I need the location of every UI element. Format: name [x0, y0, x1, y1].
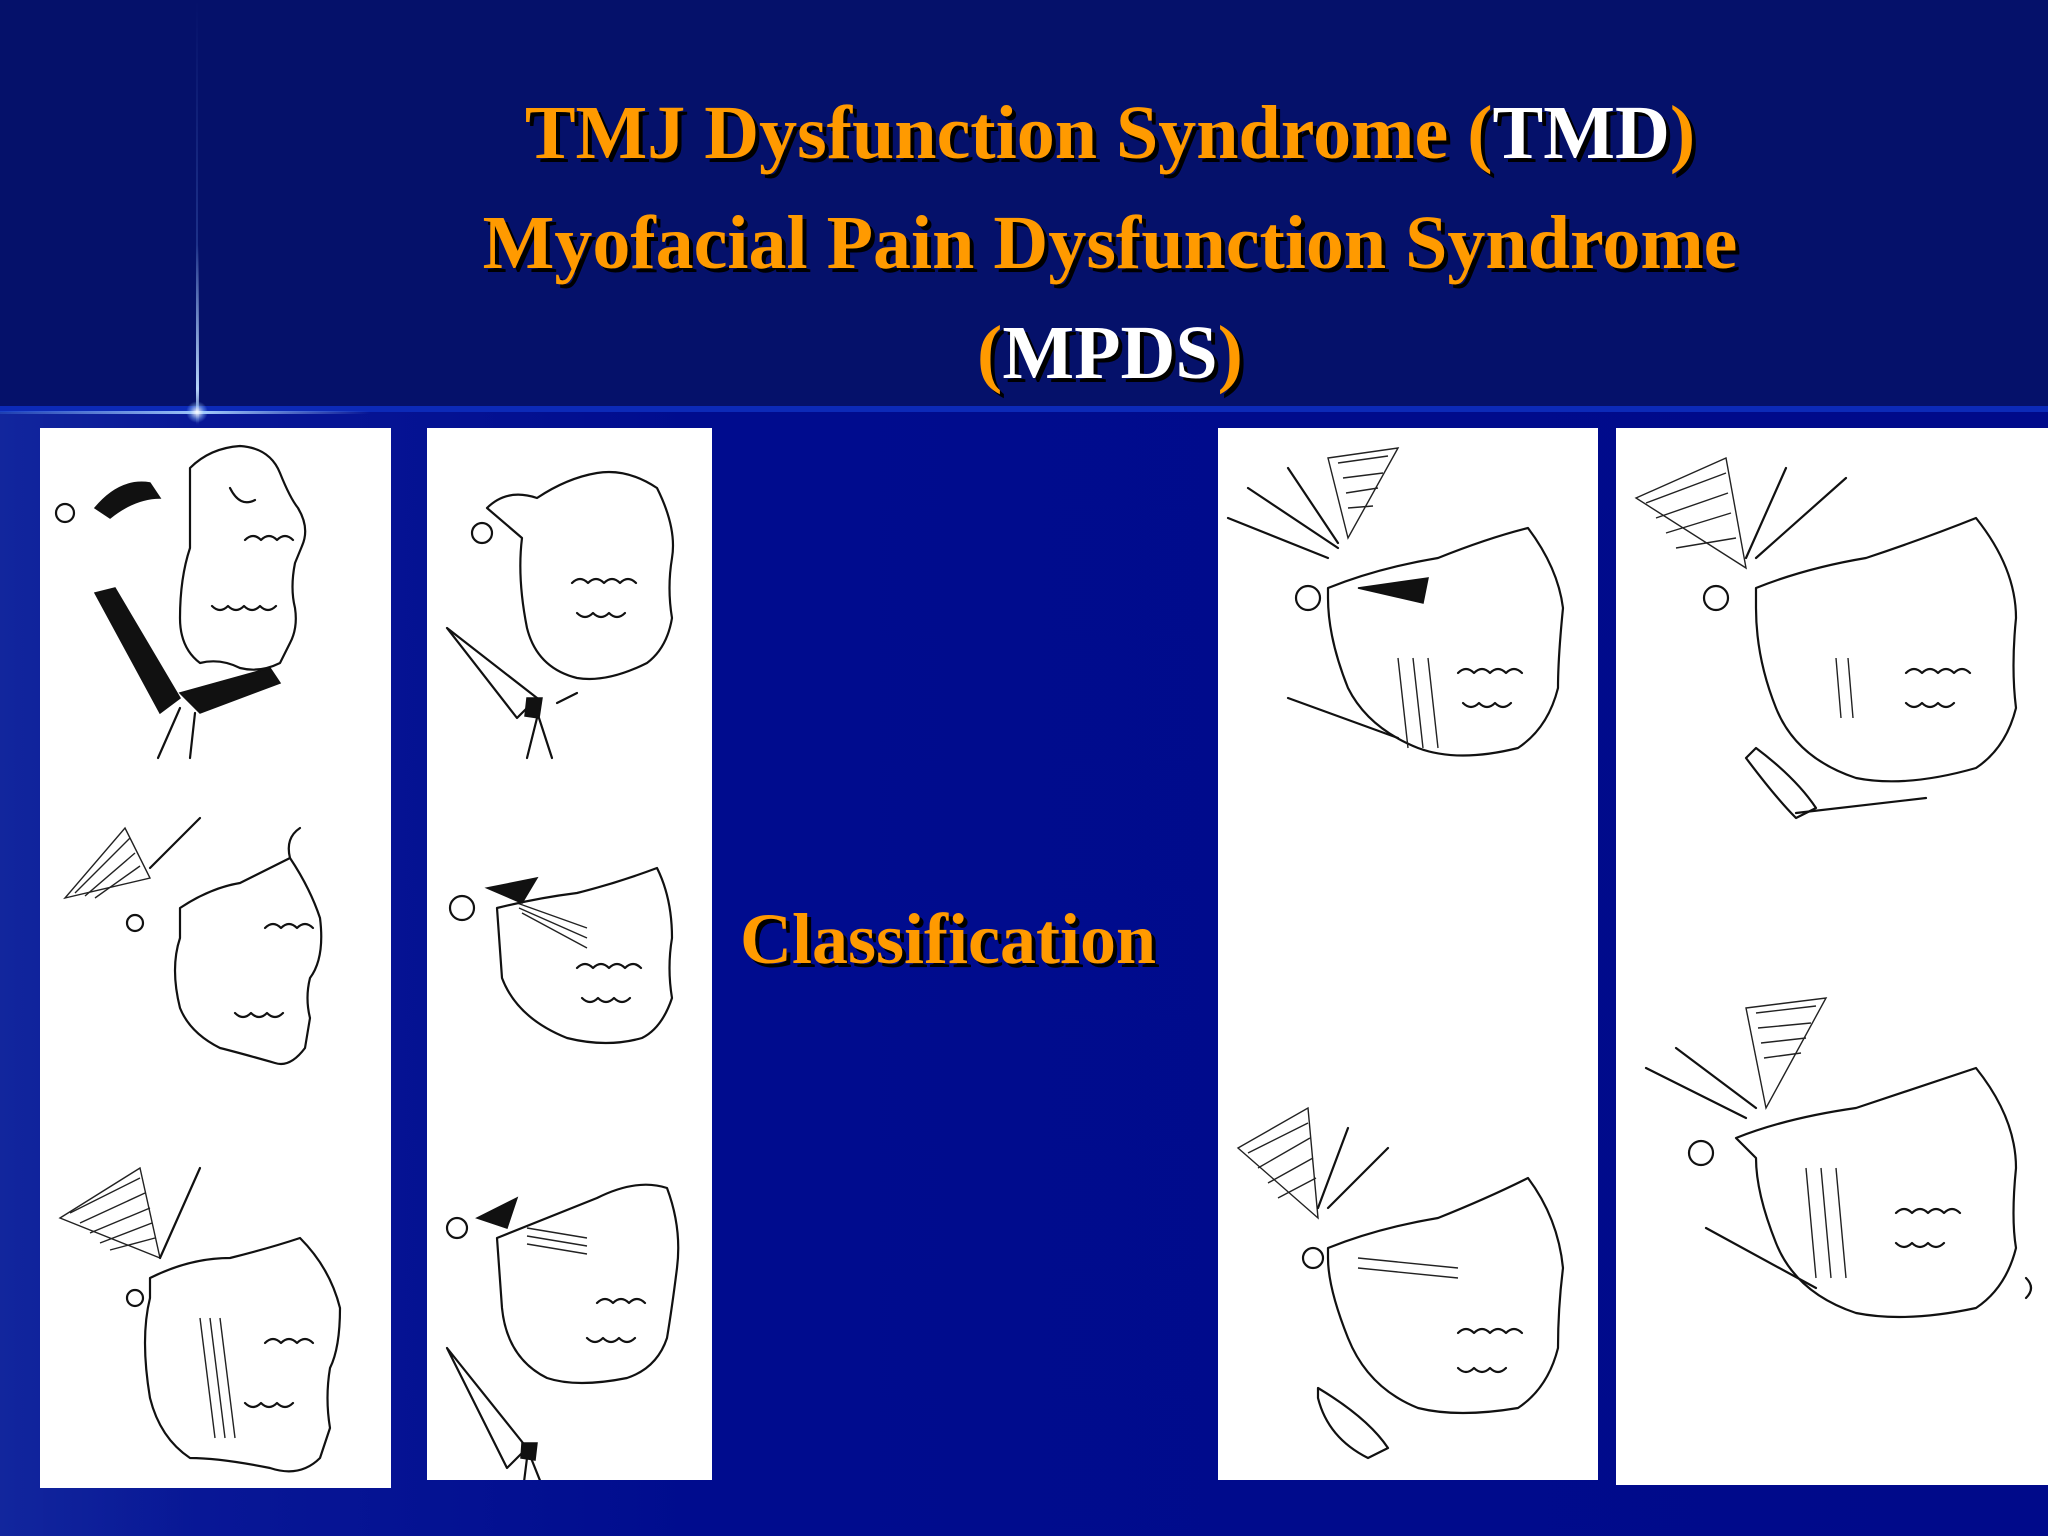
- light-flare-horizontal: [0, 411, 370, 414]
- jaw-illustration-4b: [1644, 997, 2033, 1319]
- title-line-3-close: ): [1217, 311, 1243, 395]
- jaw-illustration-1a: [54, 444, 307, 760]
- figure-panel-3: [1218, 428, 1598, 1480]
- light-flare-vertical: [196, 245, 199, 425]
- jaw-illustration-set-4: [1634, 456, 2033, 1319]
- jaw-illustration-set-1: [54, 444, 342, 1473]
- title-line-1-close: ): [1669, 91, 1696, 175]
- jaw-illustration-1b: [63, 816, 323, 1066]
- figure-panel-2: [427, 428, 712, 1480]
- title-line-1-text: TMJ Dysfunction Syndrome (: [524, 91, 1493, 175]
- title-header-band: [0, 0, 2048, 412]
- light-flare-center: [186, 401, 208, 423]
- title-line-2: Myofacial Pain Dysfunction Syndrome: [482, 201, 1738, 285]
- slide-title: TMJ Dysfunction Syndrome (TMD) Myofacial…: [290, 78, 1930, 408]
- acronym-tmd: TMD: [1492, 91, 1670, 175]
- decorative-vertical-line: [196, 0, 198, 412]
- classification-label: Classification: [740, 899, 1157, 979]
- jaw-illustration-3b: [1236, 1106, 1565, 1460]
- jaw-illustration-set-2: [445, 470, 680, 1480]
- jaw-illustration-2b: [448, 866, 674, 1045]
- title-line-3: (MPDS): [290, 298, 1930, 408]
- jaw-illustration-set-3: [1226, 447, 1565, 1460]
- jaw-illustration-1c: [58, 1166, 342, 1473]
- figure-panel-4: [1616, 428, 2048, 1485]
- jaw-illustration-2a: [445, 470, 675, 760]
- jaw-illustration-4a: [1634, 456, 2018, 820]
- title-line-3-open: (: [977, 311, 1003, 395]
- title-line-1: TMJ Dysfunction Syndrome (TMD): [290, 78, 1930, 188]
- jaw-illustration-3a: [1226, 447, 1565, 757]
- jaw-illustration-2c: [445, 1183, 680, 1480]
- figure-panel-1: [40, 428, 391, 1488]
- acronym-mpds: MPDS: [1002, 311, 1218, 395]
